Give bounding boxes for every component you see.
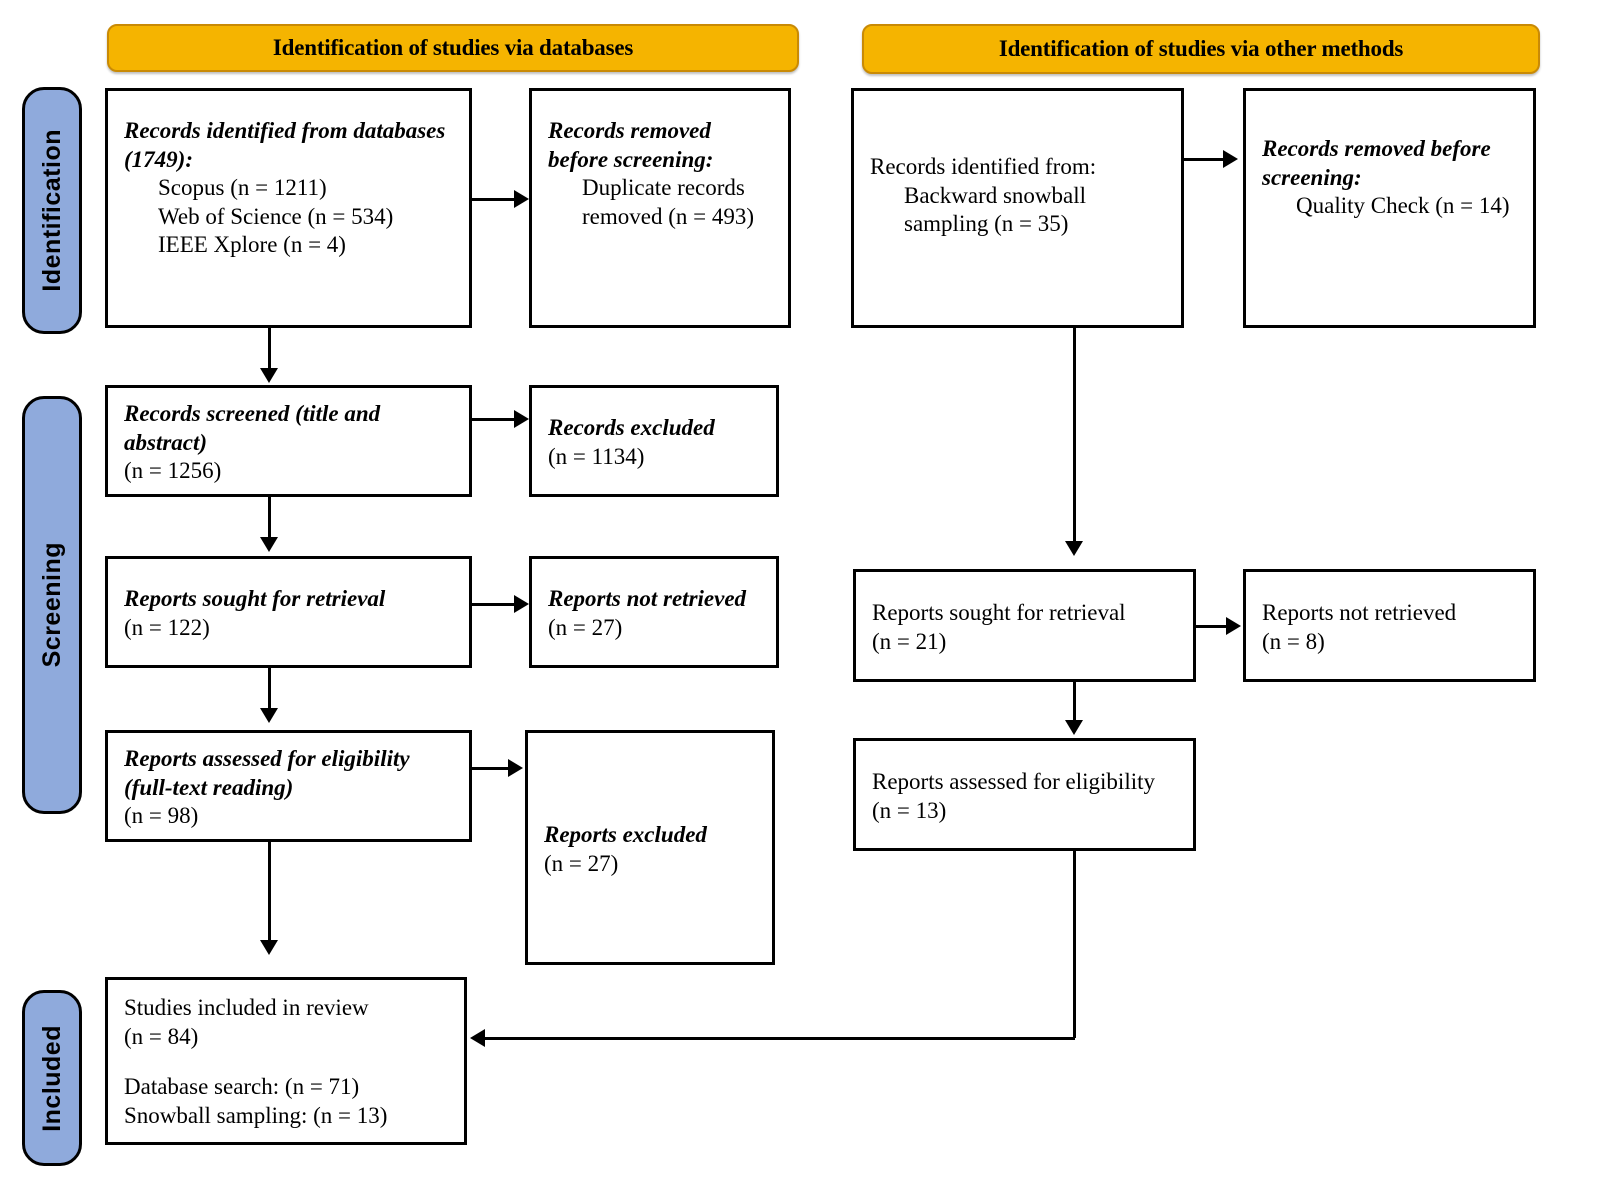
stage-included: Included [22, 990, 82, 1166]
records-removed-other-item-0: Quality Check (n = 14) [1296, 193, 1510, 219]
records-excluded-count: (n = 1134) [548, 444, 645, 469]
arrowhead-screened-to-excluded [514, 410, 529, 428]
studies-included-title: Studies included in review [124, 995, 369, 1020]
records-identified-title: Records identified from databases (1749)… [124, 118, 446, 172]
box-records-screened: Records screened (title and abstract) (n… [105, 385, 472, 497]
box-records-removed-before-screening: Records removed before screening: Duplic… [529, 88, 791, 328]
reports-sought-left-count: (n = 122) [124, 615, 210, 640]
arrowhead-sought-to-assessed [260, 708, 278, 723]
box-reports-not-retrieved-right: Reports not retrieved (n = 8) [1243, 569, 1536, 682]
connector-identified-other-to-sought-right [1073, 328, 1076, 544]
reports-sought-right-title: Reports sought for retrieval [872, 599, 1126, 625]
records-removed-other-title: Records removed before screening: [1262, 136, 1491, 190]
connector-sought-right-to-not-retrieved-right [1196, 625, 1228, 628]
connector-sought-to-assessed [268, 668, 271, 710]
records-screened-count: (n = 1256) [124, 458, 222, 484]
arrowhead-assessed-to-reports-excluded [508, 759, 523, 777]
records-identified-item-2: IEEE Xplore (n = 4) [158, 232, 346, 258]
records-identified-other-title: Records identified from: [870, 154, 1097, 179]
connector-assessed-to-reports-excluded [472, 767, 510, 770]
reports-assessed-left-title: Reports assessed for eligibility (full-t… [124, 746, 410, 800]
arrowhead-identified-to-removed [514, 190, 529, 208]
header-other-methods-label: Identification of studies via other meth… [998, 36, 1404, 61]
arrowhead-identified-other-to-removed-other [1223, 150, 1238, 168]
connector-identified-to-screened [268, 328, 271, 372]
reports-not-retrieved-left-count: (n = 27) [548, 615, 623, 640]
box-reports-assessed-left: Reports assessed for eligibility (full-t… [105, 730, 472, 842]
records-identified-item-1: Web of Science (n = 534) [158, 203, 394, 229]
box-records-identified-databases: Records identified from databases (1749)… [105, 88, 472, 328]
connector-identified-to-removed [472, 198, 517, 201]
connector-sought-to-not-retrieved [472, 603, 517, 606]
arrowhead-identified-to-screened [260, 368, 278, 383]
stage-identification: Identification [22, 87, 82, 334]
reports-assessed-right-title: Reports assessed for eligibility [872, 768, 1155, 794]
connector-assessed-right-down [1073, 851, 1076, 1038]
reports-excluded-count: (n = 27) [544, 850, 619, 876]
records-removed-item-0: Duplicate records removed (n = 493) [582, 175, 755, 229]
reports-sought-right-count: (n = 21) [872, 628, 947, 654]
records-screened-title: Records screened (title and abstract) [124, 401, 381, 455]
stage-screening-label: Screening [37, 542, 66, 668]
arrowhead-sought-right-to-not-retrieved-right [1226, 617, 1241, 635]
box-reports-excluded: Reports excluded (n = 27) [525, 730, 775, 965]
connector-screened-to-sought [268, 497, 271, 539]
reports-not-retrieved-right-count: (n = 8) [1262, 628, 1325, 654]
arrowhead-screened-to-sought [260, 537, 278, 552]
stage-screening: Screening [22, 396, 82, 814]
connector-assessed-to-included [268, 842, 271, 942]
records-identified-other-item-0: Backward snowball sampling (n = 35) [904, 182, 1087, 237]
studies-included-breakdown-0: Database search: (n = 71) [124, 1074, 360, 1100]
stage-included-label: Included [37, 1024, 66, 1132]
reports-not-retrieved-right-title: Reports not retrieved [1262, 599, 1457, 625]
box-reports-assessed-right: Reports assessed for eligibility (n = 13… [853, 738, 1196, 851]
box-reports-sought-left: Reports sought for retrieval (n = 122) [105, 556, 472, 668]
records-identified-item-0: Scopus (n = 1211) [158, 175, 327, 201]
records-excluded-title: Records excluded [548, 415, 715, 441]
connector-sought-right-to-assessed-right [1073, 682, 1076, 722]
header-databases-label: Identification of studies via databases [272, 35, 634, 60]
connector-screened-to-excluded [472, 418, 517, 421]
box-reports-sought-right: Reports sought for retrieval (n = 21) [853, 569, 1196, 682]
reports-not-retrieved-left-title: Reports not retrieved [548, 586, 747, 612]
reports-assessed-left-count: (n = 98) [124, 803, 199, 829]
reports-assessed-right-count: (n = 13) [872, 797, 947, 823]
studies-included-spacer [124, 1051, 450, 1073]
reports-sought-left-title: Reports sought for retrieval [124, 586, 386, 612]
box-records-excluded: Records excluded (n = 1134) [529, 385, 779, 497]
arrowhead-assessed-to-included [260, 940, 278, 955]
connector-identified-other-to-removed-other [1184, 158, 1226, 161]
box-reports-not-retrieved-left: Reports not retrieved (n = 27) [529, 556, 779, 668]
box-studies-included: Studies included in review (n = 84) Data… [105, 977, 467, 1145]
studies-included-breakdown-1: Snowball sampling: (n = 13) [124, 1102, 388, 1128]
box-records-removed-other: Records removed before screening: Qualit… [1243, 88, 1536, 328]
arrowhead-identified-other-to-sought-right [1065, 541, 1083, 556]
reports-excluded-title: Reports excluded [544, 821, 707, 847]
records-removed-title: Records removed before screening: [548, 118, 714, 172]
stage-identification-label: Identification [37, 129, 66, 292]
studies-included-count: (n = 84) [124, 1023, 199, 1049]
arrowhead-assessed-right-to-included [470, 1029, 485, 1047]
arrowhead-sought-right-to-assessed-right [1065, 720, 1083, 735]
header-databases: Identification of studies via databases [107, 24, 799, 72]
arrowhead-sought-to-not-retrieved [514, 595, 529, 613]
header-other-methods: Identification of studies via other meth… [862, 24, 1540, 74]
connector-assessed-right-to-included [485, 1037, 1075, 1040]
box-records-identified-other: Records identified from: Backward snowba… [851, 88, 1184, 328]
